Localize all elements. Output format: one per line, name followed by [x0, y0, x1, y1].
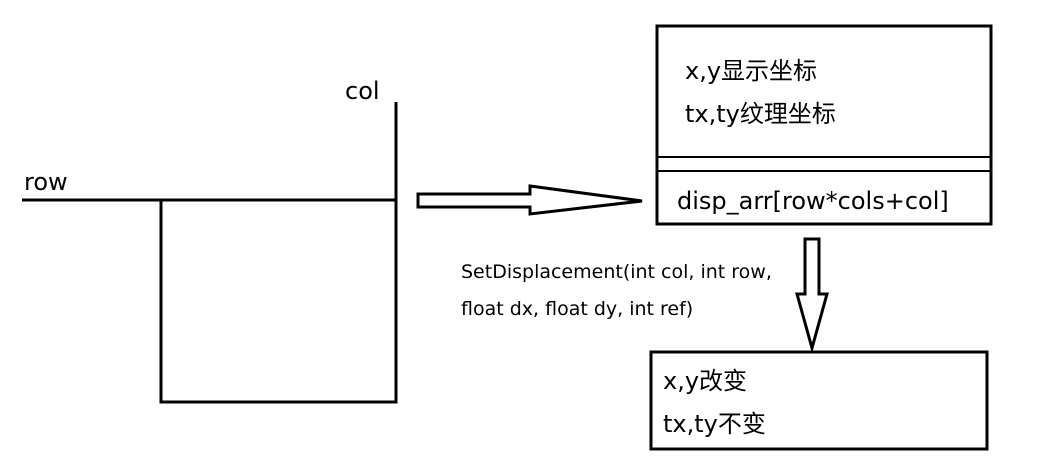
display-changed-text: x,y改变	[663, 367, 747, 395]
vertex-data-box: x,y显示坐标 tx,ty纹理坐标 disp_arr[row*cols+col]	[655, 24, 993, 226]
down-arrow	[795, 237, 829, 354]
result-box-frame	[649, 350, 989, 451]
col-label: col	[345, 77, 380, 105]
texture-coords-text: tx,ty纹理坐标	[685, 100, 836, 128]
grid-cell-sketch: col row	[22, 77, 398, 404]
texture-unchanged-text: tx,ty不变	[663, 410, 766, 438]
vertex-box-frame	[655, 24, 993, 226]
signature-line-1: SetDisplacement(int col, int row,	[461, 261, 772, 283]
display-coords-text: x,y显示坐标	[685, 57, 817, 85]
cell-square	[159, 198, 398, 404]
disp-arr-text: disp_arr[row*cols+col]	[677, 187, 949, 215]
result-box: x,y改变 tx,ty不变	[649, 350, 989, 451]
right-arrow	[416, 184, 643, 216]
signature-line-2: float dx, float dy, int ref)	[461, 298, 693, 320]
row-label: row	[24, 168, 68, 196]
